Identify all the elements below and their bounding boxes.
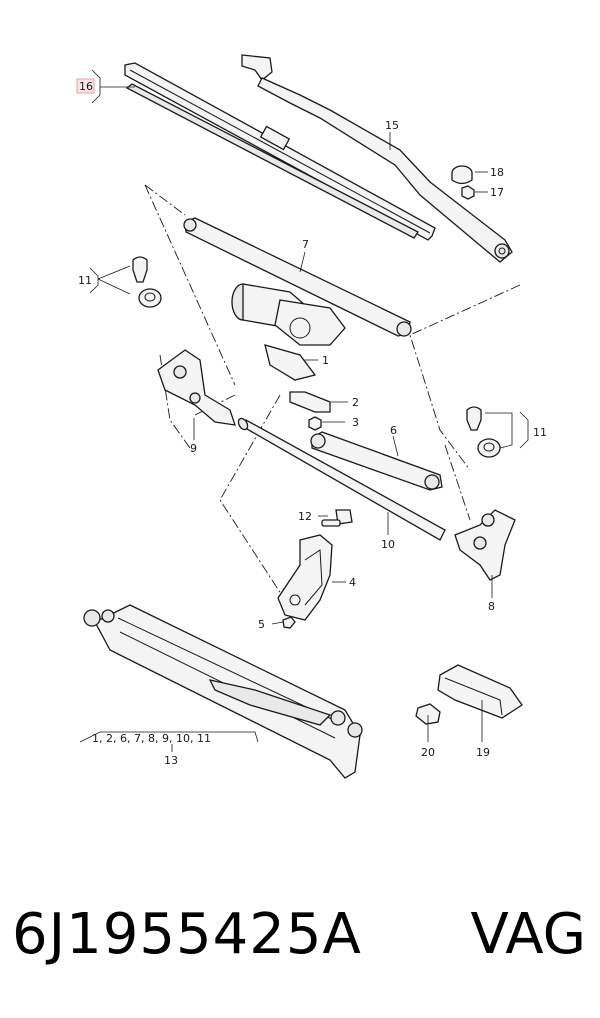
wiper-blade[interactable] — [124, 62, 436, 241]
arm-cap[interactable] — [451, 165, 473, 185]
callout-15[interactable]: 15 — [385, 119, 399, 132]
pivot-left[interactable] — [157, 349, 236, 426]
brand-name: VAG — [470, 902, 586, 967]
parts-diagram: 16 15 18 17 7 11 1 2 3 6 11 9 12 10 4 8 … — [76, 54, 547, 779]
pivot-cap-left[interactable] — [132, 256, 148, 283]
wiper-control-unit[interactable] — [437, 664, 523, 719]
pivot-nut-left[interactable] — [138, 288, 162, 308]
callout-5[interactable]: 5 — [258, 618, 265, 631]
callout-16[interactable]: 16 — [79, 80, 93, 93]
callout-13[interactable]: 13 — [164, 754, 178, 767]
callout-20[interactable]: 20 — [421, 746, 435, 759]
callout-19[interactable]: 19 — [476, 746, 490, 759]
grommet[interactable] — [321, 509, 353, 527]
motor-bracket[interactable] — [289, 391, 331, 413]
callout-8[interactable]: 8 — [488, 600, 495, 613]
callout-11-left[interactable]: 11 — [78, 274, 92, 287]
callout-9[interactable]: 9 — [190, 442, 197, 455]
callout-leaders — [79, 69, 529, 752]
callout-labels: 16 15 18 17 7 11 1 2 3 6 11 9 12 10 4 8 … — [78, 80, 547, 767]
callout-11-right[interactable]: 11 — [533, 426, 547, 439]
bracket-nut[interactable] — [308, 416, 322, 431]
wiper-arm[interactable] — [241, 54, 513, 263]
callout-13-contents: 1, 2, 6, 7, 8, 9, 10, 11 — [92, 732, 211, 745]
motor-mount-bracket[interactable] — [277, 534, 333, 621]
wiper-linkage-assembly[interactable] — [83, 604, 363, 779]
pivot-cap-right[interactable] — [466, 406, 482, 431]
part-number: 6J1955425A — [12, 902, 362, 967]
callout-4[interactable]: 4 — [349, 576, 356, 589]
callout-17[interactable]: 17 — [490, 186, 504, 199]
support-tube[interactable] — [237, 417, 446, 541]
callout-12[interactable]: 12 — [298, 510, 312, 523]
linkage-rod-upper[interactable] — [183, 217, 412, 337]
callout-2[interactable]: 2 — [352, 396, 359, 409]
bolt[interactable] — [282, 616, 296, 629]
pivot-nut-right[interactable] — [477, 438, 501, 458]
callout-10[interactable]: 10 — [381, 538, 395, 551]
callout-1[interactable]: 1 — [322, 354, 329, 367]
callout-6[interactable]: 6 — [390, 424, 397, 437]
callout-3[interactable]: 3 — [352, 416, 359, 429]
arm-nut[interactable] — [461, 185, 475, 200]
callout-16-highlight — [76, 78, 95, 94]
pivot-right[interactable] — [454, 509, 516, 581]
callout-18[interactable]: 18 — [490, 166, 504, 179]
callout-7[interactable]: 7 — [302, 238, 309, 251]
footer: 6J1955425A VAG — [0, 880, 600, 990]
control-unit-connector[interactable] — [415, 703, 441, 725]
linkage-rod-lower[interactable] — [310, 431, 443, 491]
wiper-motor[interactable] — [231, 283, 346, 381]
